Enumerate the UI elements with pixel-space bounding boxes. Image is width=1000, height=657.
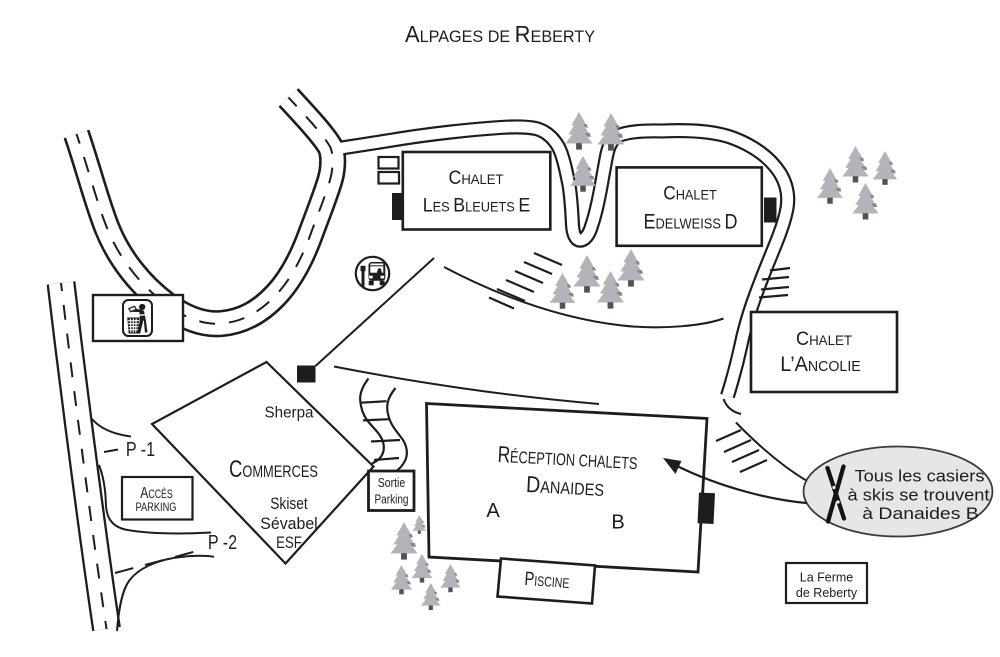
svg-text:ACCÈS: ACCÈS [140, 485, 173, 502]
svg-text:DANAIDES: DANAIDES [526, 471, 605, 501]
svg-text:Parking: Parking [375, 493, 409, 507]
svg-text:PISCINE: PISCINE [524, 568, 570, 593]
svg-text:Sherpa: Sherpa [265, 405, 314, 422]
svg-text:La Ferme: La Ferme [800, 571, 854, 585]
svg-text:B: B [611, 512, 624, 534]
svg-text:de Reberty: de Reberty [796, 586, 858, 600]
svg-text:A: A [486, 500, 500, 522]
svg-text:EDELWEISS D: EDELWEISS D [644, 211, 738, 234]
svg-text:Sévabel: Sévabel [260, 515, 317, 533]
svg-text:COMMERCES: COMMERCES [229, 456, 318, 483]
svg-text:à skis se trouvent: à skis se trouvent [848, 487, 991, 505]
svg-text:CHALET: CHALET [663, 184, 717, 205]
svg-text:PARKING: PARKING [136, 500, 177, 514]
svg-text:à Danaides B: à Danaides B [862, 505, 979, 523]
svg-text:P -2: P -2 [208, 532, 237, 554]
svg-text:ESF: ESF [276, 534, 302, 552]
svg-text:ALPAGES DE REBERTY: ALPAGES DE REBERTY [405, 21, 595, 47]
svg-text:Sortie: Sortie [378, 476, 406, 490]
svg-text:CHALET: CHALET [449, 168, 504, 189]
svg-text:LES BLEUETS E: LES BLEUETS E [423, 195, 531, 217]
svg-text:Tous les casiers: Tous les casiers [855, 468, 985, 486]
svg-text:L’ANCOLIE: L’ANCOLIE [780, 353, 861, 376]
svg-text:P -1: P -1 [126, 439, 155, 461]
svg-text:CHALET: CHALET [796, 329, 852, 350]
svg-text:Skiset: Skiset [270, 495, 308, 513]
